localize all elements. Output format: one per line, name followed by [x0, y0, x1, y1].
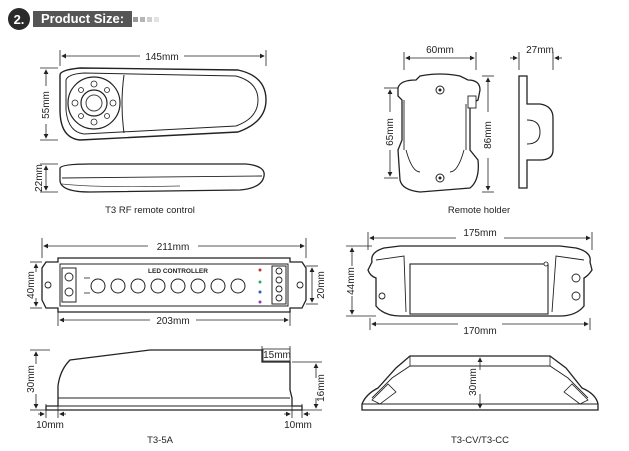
- t3cv-body-length-label: 170mm: [463, 326, 496, 337]
- t35a-lip-height-label: 16mm: [316, 374, 327, 402]
- t35a-foot-dimensions: 10mm 10mm: [36, 404, 312, 431]
- remote-height-label: 55mm: [41, 91, 52, 119]
- t35a-side-height-label: 30mm: [26, 365, 37, 393]
- t3cv-height-label: 44mm: [346, 267, 357, 295]
- holder-width-label: 60mm: [426, 45, 454, 56]
- t3cv-total-length-label: 175mm: [463, 228, 496, 239]
- title-fade-decoration: [132, 16, 160, 23]
- t35a-terminal-height-label: 20mm: [316, 271, 327, 299]
- t3cv-side-height-dimension: 30mm: [468, 357, 483, 409]
- t35a-side-view: [45, 349, 303, 411]
- holder-inner-height-label: 65mm: [385, 118, 396, 146]
- holder-depth-label: 27mm: [526, 45, 554, 56]
- t35a-side-height-dimension: 30mm: [26, 349, 50, 411]
- section-header: 2. Product Size:: [8, 8, 160, 30]
- t35a-height-dimension: 40mm: [26, 261, 42, 309]
- t3cv-body-dimension: 170mm: [369, 318, 591, 337]
- t35a-height-label: 40mm: [26, 271, 37, 299]
- t35a-top-view: LED CONTROLLER: [41, 257, 307, 313]
- t3cv-caption: T3-CV/T3-CC: [451, 435, 509, 446]
- t35a-lip-dimension: 16mm: [292, 361, 327, 411]
- t35a-panel-text: LED CONTROLLER: [148, 268, 208, 275]
- holder-height-dimension: 86mm: [482, 75, 494, 193]
- t3cv-height-dimension: 44mm: [346, 245, 376, 317]
- section-number: 2.: [8, 8, 30, 30]
- holder-caption: Remote holder: [448, 205, 510, 216]
- holder-front-view: [397, 73, 481, 193]
- section-title: Product Size:: [33, 11, 133, 27]
- t3cv-side-height-label: 30mm: [468, 368, 479, 396]
- t35a-body-length-label: 203mm: [156, 316, 189, 327]
- holder-height-label: 86mm: [483, 121, 494, 149]
- remote-caption: T3 RF remote control: [105, 205, 195, 216]
- holder-inner-height-dimension: 65mm: [384, 87, 398, 179]
- t35a-left-foot-label: 10mm: [36, 420, 64, 431]
- remote-width-label: 145mm: [145, 52, 178, 63]
- t35a-top-step-label: 15mm: [263, 350, 291, 361]
- t35a-step-dimension: 15mm: [261, 346, 291, 362]
- t35a-total-length-label: 211mm: [157, 242, 190, 253]
- t35a-body-dimension: 203mm: [57, 312, 291, 327]
- t35a-right-foot-label: 10mm: [284, 420, 312, 431]
- holder-depth-dimension: 27mm: [510, 45, 562, 70]
- remote-height-dimension: 55mm: [40, 67, 58, 141]
- remote-top-view: [59, 67, 267, 141]
- t3cv-top-view: [367, 245, 593, 317]
- remote-thickness-dimension: 22mm: [34, 163, 58, 193]
- t35a-width-dimension: 211mm: [41, 238, 307, 258]
- remote-thickness-label: 22mm: [34, 164, 45, 192]
- remote-width-dimension: 145mm: [59, 50, 267, 66]
- remote-side-view: [59, 163, 265, 193]
- t3cv-length-dimension: 175mm: [367, 228, 593, 250]
- holder-width-dimension: 60mm: [403, 45, 477, 70]
- t35a-caption: T3-5A: [147, 435, 174, 446]
- t35a-terminal-dimension: 20mm: [306, 265, 327, 305]
- holder-side-view: [518, 75, 554, 189]
